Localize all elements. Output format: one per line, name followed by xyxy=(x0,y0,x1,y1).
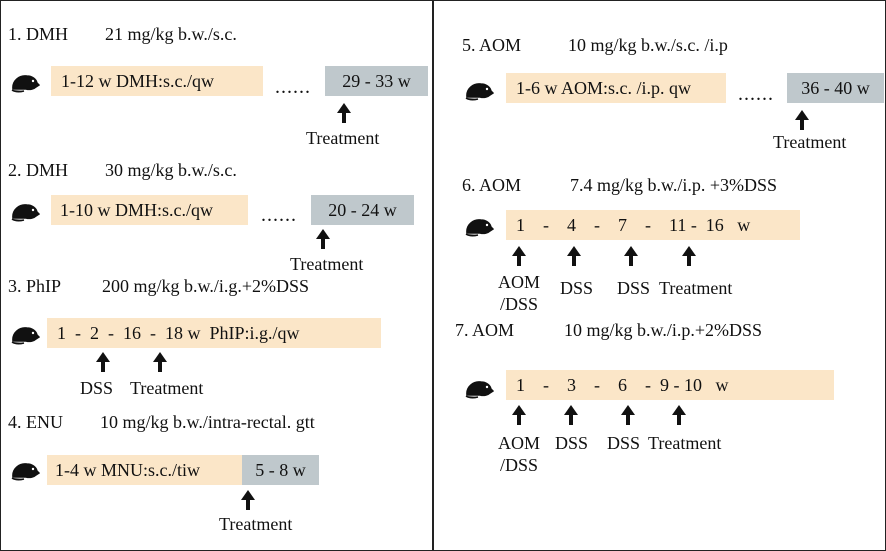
marker-label: Treatment xyxy=(648,433,722,453)
timeline-bar: 1-10 w DMH:s.c./qw xyxy=(51,195,248,225)
timeline-bar: 1-4 w MNU:s.c./tiw xyxy=(47,455,242,485)
up-arrow-icon xyxy=(241,490,255,510)
up-arrow-icon xyxy=(624,246,638,266)
up-arrow-icon xyxy=(621,405,635,425)
timeline-bar: 1 - 4 - 7 - 11 - 16 w xyxy=(506,210,800,240)
up-arrow-icon xyxy=(564,405,578,425)
marker-label: /DSS xyxy=(500,294,539,314)
marker-label: /DSS xyxy=(500,455,539,475)
rat-icon xyxy=(465,83,494,101)
marker-label: Treatment xyxy=(130,378,204,398)
protocol-number: 1. DMH xyxy=(8,24,69,44)
ellipsis: ...... xyxy=(261,204,297,226)
treatment-window: 36 - 40 w xyxy=(787,73,884,103)
marker-label: AOM xyxy=(498,433,541,453)
rat-icon xyxy=(11,463,40,481)
treatment-window: 20 - 24 w xyxy=(311,195,414,225)
marker-label: DSS xyxy=(555,433,589,453)
up-arrow-icon xyxy=(795,110,809,130)
protocol-dose: 10 mg/kg b.w./i.p.+2%DSS xyxy=(564,320,762,340)
up-arrow-icon xyxy=(512,246,526,266)
timeline-bar: 1 - 2 - 16 - 18 w PhIP:i.g./qw xyxy=(47,318,381,348)
marker-label: Treatment xyxy=(659,278,733,298)
marker-label: DSS xyxy=(80,378,114,398)
timeline-bar: 1 - 3 - 6 - 9 - 10 w xyxy=(506,370,834,400)
marker-label: Treatment xyxy=(306,128,380,148)
protocol-dose: 200 mg/kg b.w./i.g.+2%DSS xyxy=(102,276,309,296)
up-arrow-icon xyxy=(567,246,581,266)
up-arrow-icon xyxy=(96,352,110,372)
rat-icon xyxy=(11,327,40,345)
up-arrow-icon xyxy=(672,405,686,425)
up-arrow-icon xyxy=(682,246,696,266)
ellipsis: ...... xyxy=(275,76,311,98)
marker-label: AOM xyxy=(498,272,541,292)
marker-label: Treatment xyxy=(219,514,293,534)
protocol-dose: 10 mg/kg b.w./intra-rectal. gtt xyxy=(100,412,315,432)
protocol-number: 4. ENU xyxy=(8,412,63,432)
rat-icon xyxy=(11,204,40,222)
rat-icon xyxy=(465,381,494,399)
protocol-dose: 10 mg/kg b.w./s.c. /i.p xyxy=(568,35,728,55)
column-divider xyxy=(432,0,434,551)
timeline-bar: 1-12 w DMH:s.c./qw xyxy=(51,66,263,96)
protocol-number: 3. PhIP xyxy=(8,276,62,296)
protocol-number: 7. AOM xyxy=(455,320,515,340)
rat-icon xyxy=(11,75,40,93)
marker-label: DSS xyxy=(607,433,641,453)
protocol-number: 6. AOM xyxy=(462,175,522,195)
rat-icon xyxy=(465,219,494,237)
treatment-window: 5 - 8 w xyxy=(242,455,319,485)
up-arrow-icon xyxy=(337,103,351,123)
protocol-dose: 7.4 mg/kg b.w./i.p. +3%DSS xyxy=(570,175,777,195)
ellipsis: ...... xyxy=(738,83,774,105)
marker-label: DSS xyxy=(617,278,651,298)
up-arrow-icon xyxy=(512,405,526,425)
up-arrow-icon xyxy=(153,352,167,372)
timeline-bar: 1-6 w AOM:s.c. /i.p. qw xyxy=(506,73,726,103)
treatment-window: 29 - 33 w xyxy=(325,66,428,96)
up-arrow-icon xyxy=(316,229,330,249)
protocol-dose: 30 mg/kg b.w./s.c. xyxy=(105,160,237,180)
protocol-dose: 21 mg/kg b.w./s.c. xyxy=(105,24,237,44)
marker-label: Treatment xyxy=(773,132,847,152)
protocol-number: 2. DMH xyxy=(8,160,69,180)
marker-label: DSS xyxy=(560,278,594,298)
protocol-number: 5. AOM xyxy=(462,35,522,55)
marker-label: Treatment xyxy=(290,254,364,274)
